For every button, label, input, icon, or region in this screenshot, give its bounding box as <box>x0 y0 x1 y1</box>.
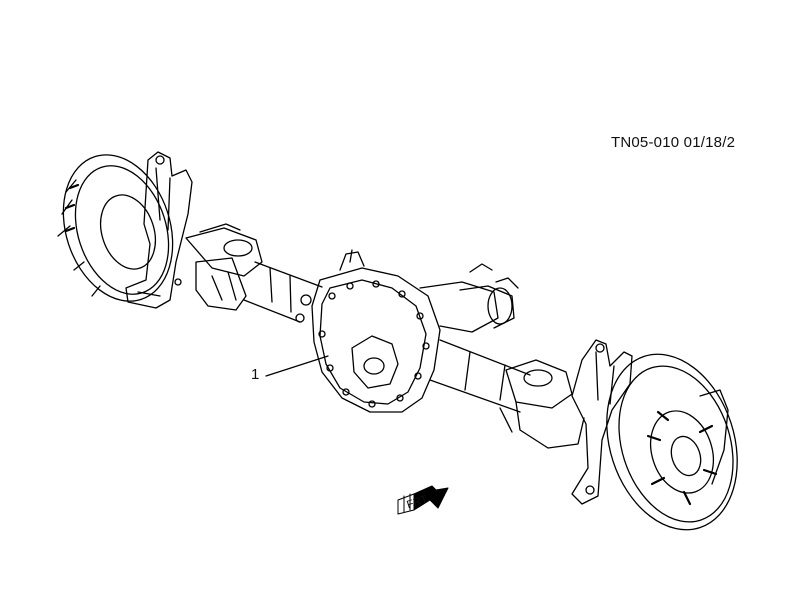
pinion-flange <box>419 263 519 333</box>
left-axle-tube <box>243 261 323 323</box>
right-knuckle <box>499 359 585 449</box>
left-knuckle <box>185 223 263 311</box>
right-spring-bracket <box>571 339 633 505</box>
reference-code: TN05-010 01/18/2 <box>611 134 736 151</box>
left-brake-rotor <box>57 154 174 302</box>
right-brake-rotor <box>606 353 738 531</box>
callout-1-label: 1 <box>251 366 260 383</box>
left-spring-bracket <box>125 151 193 309</box>
right-axle-tube <box>429 339 531 413</box>
differential-housing <box>295 249 441 413</box>
callout-1-leader <box>265 355 329 377</box>
front-arrow-icon <box>397 485 449 515</box>
